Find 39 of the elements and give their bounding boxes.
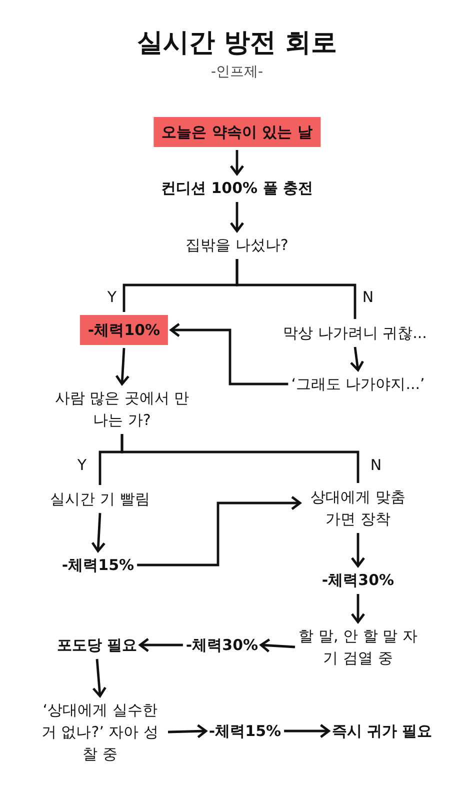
step-text: 포도당 필요 — [56, 634, 138, 656]
highlight-box: -체력10% — [80, 315, 168, 345]
step-text: -체력15% — [62, 554, 134, 576]
step-text: 컨디션 100% 풀 충전 — [161, 177, 313, 199]
step-text: ‘그래도 나가야지...’ — [291, 373, 425, 395]
step-text: 막상 나가려니 귀찮... — [283, 322, 427, 344]
step-text: 실시간 기 빨림 — [50, 488, 150, 510]
step-text: 사람 많은 곳에서 만나는 가? — [52, 387, 192, 431]
step-text: 집밖을 나섰나? — [186, 234, 288, 256]
edge-label: Y — [77, 456, 87, 474]
arrow — [168, 724, 208, 738]
step-text: -체력30% — [322, 569, 394, 591]
arrow — [170, 322, 288, 386]
arrow — [350, 346, 364, 372]
highlight-box: 오늘은 약속이 있는 날 — [154, 117, 320, 147]
title: 실시간 방전 회로 — [136, 27, 338, 60]
arrow — [350, 594, 366, 624]
arrow — [92, 658, 107, 698]
arrow — [138, 638, 183, 652]
subtitle: -인프제- — [210, 63, 264, 82]
edge-label: Y — [107, 288, 117, 306]
edge-label: N — [362, 288, 374, 306]
arrow — [230, 202, 244, 232]
arrow — [115, 348, 130, 386]
step-text: 상대에게 맞춤 가면 장착 — [303, 486, 413, 530]
arrow — [350, 533, 366, 568]
step-text: -체력15% — [208, 720, 282, 742]
arrow — [91, 512, 106, 552]
arrow — [260, 638, 296, 653]
step-text: 할 말, 안 할 말 자기 검열 중 — [298, 625, 418, 669]
connector-line — [236, 259, 356, 319]
step-text: ‘상대에게 실수한 거 없나?’ 자아 성찰 중 — [35, 699, 165, 765]
arrow — [230, 150, 244, 176]
connector-line — [120, 434, 360, 483]
arrow — [137, 496, 302, 566]
step-text: 즉시 귀가 필요 — [332, 720, 432, 742]
edge-label: N — [370, 456, 382, 474]
step-text: -체력30% — [186, 634, 258, 656]
arrow — [284, 724, 330, 738]
